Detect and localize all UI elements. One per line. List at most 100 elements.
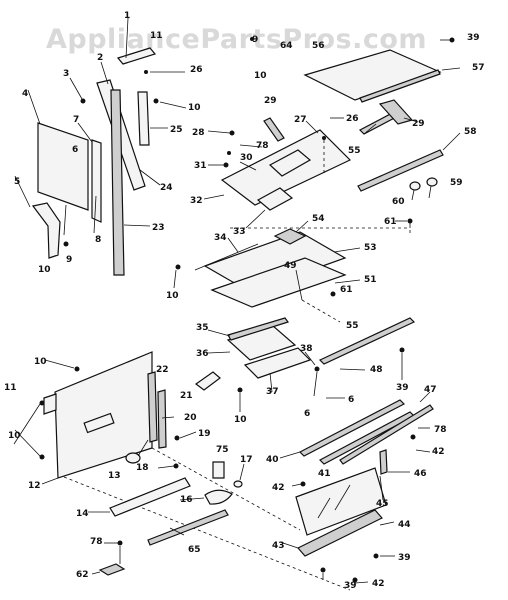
callout-21: 20 — [184, 413, 197, 423]
callout-56b: 55 — [346, 321, 359, 331]
bottom-right-group — [279, 391, 434, 584]
callout-80b: 78 — [434, 425, 447, 435]
callout-20: 19 — [198, 429, 211, 439]
part-53-frame — [210, 257, 347, 308]
part-45-strip — [297, 509, 383, 557]
callout-27b: 26 — [346, 114, 359, 124]
part-5-bracket — [31, 202, 61, 259]
callout-46: 45 — [376, 499, 389, 509]
part-38-bracket — [243, 347, 312, 379]
callout-43: 42 — [432, 447, 445, 457]
callout-58: 57 — [472, 63, 485, 73]
callout-35: 34 — [214, 233, 227, 243]
callout-10c: 10 — [254, 71, 267, 81]
part-35-rod — [194, 243, 259, 271]
callout-11b: 11 — [4, 383, 17, 393]
part-49-strip — [318, 317, 416, 365]
callout-3: 3 — [63, 69, 69, 79]
callout-34: 33 — [233, 227, 246, 237]
part-58-strip — [359, 69, 441, 103]
top-center-group — [203, 37, 352, 229]
callout-24: 23 — [152, 223, 165, 233]
part-17-clip — [233, 480, 243, 488]
callout-43b: 42 — [272, 483, 285, 493]
callout-49: 48 — [370, 365, 383, 375]
callout-40c: 39 — [344, 581, 357, 591]
callout-26: 25 — [170, 125, 183, 135]
callout-42: 41 — [318, 469, 331, 479]
part-78-bracket — [212, 461, 225, 479]
callout-51: 49 — [284, 261, 297, 271]
callout-12: 12 — [28, 481, 41, 491]
back-panel-group — [13, 351, 351, 591]
callout-44: 43 — [272, 541, 285, 551]
callout-39: 38 — [300, 344, 313, 354]
callout-25: 24 — [160, 183, 173, 193]
callout-61: 60 — [392, 197, 405, 207]
callout-10e: 10 — [234, 415, 247, 425]
callout-10d: 10 — [166, 291, 179, 301]
callout-75: 65 — [188, 545, 201, 555]
part-59-rod — [357, 149, 444, 192]
callout-6b: 6 — [348, 395, 354, 405]
part-61-knob — [409, 181, 421, 191]
callout-65: 64 — [280, 41, 293, 51]
callout-56: 55 — [348, 146, 361, 156]
callout-45: 44 — [398, 520, 411, 530]
callout-23: 22 — [156, 365, 169, 375]
callout-64: 62 — [76, 570, 89, 580]
part-41-rail — [298, 399, 406, 457]
center-frame-group — [173, 220, 411, 323]
callout-43c: 42 — [372, 579, 385, 589]
callout-10f: 10 — [34, 357, 47, 367]
callout-27: 26 — [190, 65, 203, 75]
part-31-plate — [268, 149, 312, 177]
bottom-left-group — [88, 461, 245, 576]
callout-40b: 39 — [396, 383, 409, 393]
callout-2: 2 — [97, 53, 103, 63]
callout-30: 29 — [264, 96, 277, 106]
callout-8: 8 — [95, 235, 101, 245]
part-21-rail — [157, 389, 167, 449]
middle-bracket-group — [194, 317, 416, 412]
callout-38: 37 — [266, 387, 279, 397]
part-75-rod — [147, 509, 229, 546]
part-14-rail — [109, 477, 191, 517]
callout-29: 28 — [192, 128, 205, 138]
part-16-handle — [204, 489, 233, 505]
part-64-clip — [98, 563, 126, 576]
callout-78: 75 — [216, 445, 229, 455]
callout-31: 30 — [240, 153, 253, 163]
callout-6c: 6 — [304, 409, 310, 419]
part-36-rail — [227, 317, 289, 341]
callout-16: 16 — [180, 495, 193, 505]
part-7-bracket — [91, 139, 102, 223]
part-23-rail — [147, 371, 158, 443]
callout-30b: 29 — [412, 119, 425, 129]
callout-5: 5 — [14, 177, 20, 187]
part-1-bracket — [116, 47, 157, 65]
part-48-rail — [339, 404, 434, 465]
top-right-group — [303, 37, 461, 192]
callout-57: 56 — [312, 41, 325, 51]
part-4-panel — [37, 122, 89, 211]
callout-60: 59 — [450, 178, 463, 188]
left-side-panel-group — [14, 17, 187, 276]
part-12-opening — [83, 412, 115, 434]
part-24-rail — [110, 89, 125, 276]
callout-14: 14 — [76, 509, 89, 519]
callout-4: 4 — [22, 89, 28, 99]
callout-40: 39 — [467, 33, 480, 43]
part-26-rail — [137, 91, 150, 146]
callout-80: 78 — [90, 537, 103, 547]
part-60-knob — [426, 177, 438, 187]
callout-17: 17 — [240, 455, 253, 465]
callout-53: 51 — [364, 275, 377, 285]
callout-labels: 1 2 3 4 5 6 7 8 9 10 11 12 13 14 16 17 1… — [4, 11, 485, 591]
part-46-panel — [295, 467, 387, 536]
callout-33: 32 — [190, 196, 203, 206]
callout-62: 61 — [384, 217, 397, 227]
callout-7: 7 — [73, 115, 79, 125]
callout-28: 27 — [294, 115, 307, 125]
